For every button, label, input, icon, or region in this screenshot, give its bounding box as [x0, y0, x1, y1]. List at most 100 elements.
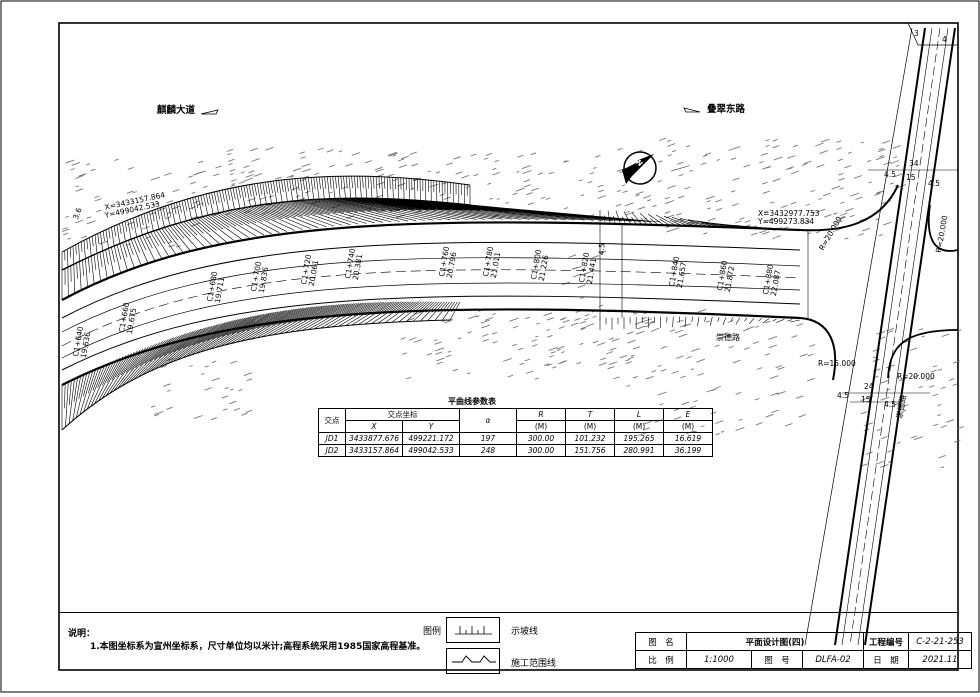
project-no: C-2-21-253	[908, 632, 972, 651]
slope-top-north	[61, 175, 471, 253]
subheader-unit: (M)	[614, 420, 664, 433]
cell-l: 280.991	[614, 444, 664, 457]
table-subheader-row: X Y (M) (M) (M) (M)	[319, 420, 713, 433]
lane-line-2	[61, 257, 801, 333]
notes-separator	[59, 612, 959, 613]
legend-title: 图例	[423, 627, 442, 637]
cell-r: 300.00	[516, 444, 566, 457]
header-t: T	[565, 408, 615, 421]
label-scale: 比 例	[635, 650, 687, 669]
curve-parameter-table: 交点 交点坐标 α R T L E X Y (M) (M) (M) (M) JD…	[318, 408, 713, 457]
corner-far-ne	[927, 204, 959, 252]
lane-line-4	[61, 295, 801, 371]
inner-frame	[58, 22, 959, 671]
cross-road-line-3	[857, 27, 949, 646]
cell-t: 151.756	[565, 444, 615, 457]
drawing-no: DLFA-02	[802, 650, 864, 669]
slope-legend-icon	[455, 626, 492, 635]
subheader-y: Y	[402, 420, 460, 433]
cross-road-line-2	[841, 27, 933, 646]
notes-line: 1.本图坐标系为宣州坐标系，尺寸单位均以米计;高程系统采用1985国家高程基准。	[90, 642, 426, 652]
header-l: L	[614, 408, 664, 421]
cell-jd: JD1	[318, 432, 346, 445]
title-block: 图 名 平面设计图(四) 工程编号 C-2-21-253 比 例 1:1000 …	[635, 632, 972, 669]
width-4-5-d: 4.5	[884, 400, 896, 409]
cell-jd: JD2	[318, 444, 346, 457]
corner-ne	[799, 184, 899, 232]
title-block-row: 比 例 1:1000 图 号 DLFA-02 日 期 2021.11	[635, 650, 972, 669]
drawing-name: 平面设计图(四)	[686, 632, 864, 651]
subheader-unit: (M)	[663, 420, 713, 433]
cell-l: 195.265	[614, 432, 664, 445]
north-arrow	[622, 151, 657, 185]
width-4-5-c: 4.5	[837, 391, 849, 400]
label-drawing-name: 图 名	[635, 632, 687, 651]
width-24: 24	[864, 382, 874, 391]
road-edge-south	[61, 308, 801, 386]
hatch-band	[61, 197, 661, 300]
road-edge-north	[61, 221, 801, 301]
width-mid: 4.5	[597, 243, 607, 256]
legend-box-construction	[446, 648, 500, 674]
west-direction-arrow	[200, 109, 219, 115]
coord-right-x: X=3432977.753	[758, 209, 820, 218]
construction-line-legend-icon	[452, 655, 496, 663]
cell-t: 101.232	[565, 432, 615, 445]
table-row: JD1 3433877.676 499221.172 197 300.00 10…	[318, 432, 713, 445]
legend-label-slope: 示坡线	[511, 627, 539, 637]
width-4-5-b: 4.5	[928, 179, 940, 188]
hatch-band	[61, 176, 471, 270]
corner-far-se	[887, 329, 959, 379]
subheader-unit: (M)	[565, 420, 615, 433]
cross-road-edge-w	[834, 27, 926, 646]
curve-table-title: 平曲线参数表	[448, 397, 496, 406]
cell-e: 36.199	[663, 444, 713, 457]
radius-label-3: R=20.000	[897, 372, 935, 381]
cell-x: 3433157.864	[345, 444, 403, 457]
slope-toe-north	[61, 197, 471, 271]
label-project-no: 工程编号	[863, 632, 909, 651]
notes-title: 说明：	[68, 629, 96, 639]
slope-toe-south	[61, 319, 451, 431]
table-row: JD2 3433157.864 499042.533 248 300.00 15…	[318, 444, 713, 457]
subheader-x: X	[345, 420, 403, 433]
corner-se	[799, 317, 837, 381]
header-jd: 交点	[318, 408, 346, 433]
hatch-band	[599, 316, 801, 330]
cell-alpha: 197	[459, 432, 517, 445]
cell-alpha: 248	[459, 444, 517, 457]
road-name-branch: 崇德路	[716, 333, 740, 342]
center-line	[61, 269, 801, 347]
terrain-marks	[62, 137, 965, 469]
table-header-row: 交点 交点坐标 α R T L E	[318, 408, 713, 433]
cell-x: 3433877.676	[345, 432, 403, 445]
cross-road-line-1	[804, 27, 913, 646]
terrain-scatter	[62, 137, 965, 469]
east-direction-arrow	[683, 107, 701, 113]
cell-r: 300.00	[516, 432, 566, 445]
subheader-unit: (M)	[516, 420, 566, 433]
header-coord: 交点坐标	[345, 408, 460, 421]
width-15-top: 15	[906, 173, 916, 182]
header-r: R	[516, 408, 566, 421]
lane-line-1	[61, 241, 801, 319]
radius-label-2: R=15.000	[818, 359, 856, 368]
label-drawing-no: 图 号	[751, 650, 803, 669]
title-block-row: 图 名 平面设计图(四) 工程编号 C-2-21-253	[635, 632, 972, 651]
width-4: 4	[942, 35, 947, 44]
cell-e: 16.619	[663, 432, 713, 445]
legend-label-construction: 施工范围线	[511, 659, 557, 669]
cross-road-edge-e	[864, 27, 956, 646]
header-alpha: α	[459, 408, 517, 433]
cell-y: 499042.533	[402, 444, 460, 457]
width-15-bottom: 15	[861, 395, 871, 404]
lane-line-3	[61, 282, 801, 359]
cell-y: 499221.172	[402, 432, 460, 445]
date: 2021.11	[908, 650, 972, 669]
top-right-box	[907, 22, 958, 46]
scale: 1:1000	[686, 650, 752, 669]
width-3: 3	[914, 29, 919, 38]
coord-right-y: Y=499273.834	[758, 217, 815, 226]
